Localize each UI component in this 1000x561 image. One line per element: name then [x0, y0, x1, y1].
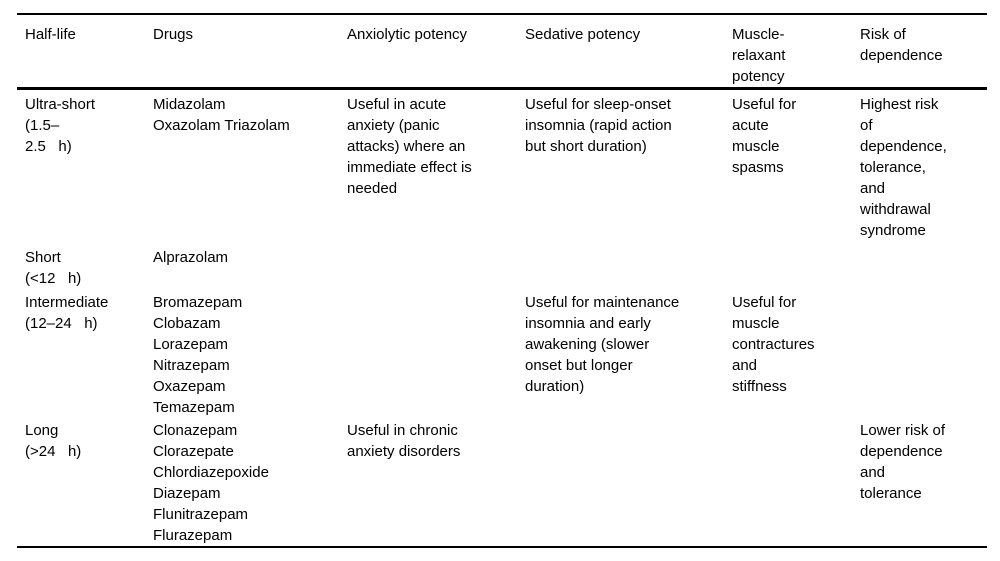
cell-sedative-potency: Useful for sleep-onset insomnia (rapid a… — [525, 96, 672, 155]
benzodiazepine-classification-table: Half-life Drugs Anxiolytic potency Sedat… — [17, 13, 987, 548]
cell-half-life: Ultra-short (1.5– 2.5 h) — [25, 96, 96, 155]
cell-drugs: Bromazepam Clobazam Lorazepam Nitrazepam… — [153, 294, 243, 416]
column-header-anxiolytic-potency: Anxiolytic potency — [339, 14, 517, 90]
table-row-ultra-short: Ultra-short (1.5– 2.5 h) Midazolam Oxazo… — [17, 89, 987, 242]
cell-anxiolytic-potency: Useful in acute anxiety (panic attacks) … — [347, 96, 472, 197]
table-row-short: Short (<12 h) Alprazolam — [17, 241, 987, 289]
cell-anxiolytic-potency: Useful in chronic anxiety disorders — [347, 422, 461, 460]
cell-sedative-potency — [517, 241, 724, 289]
cell-muscle-relaxant-potency: Useful for acute muscle spasms — [732, 96, 797, 176]
cell-sedative-potency: Useful for maintenance insomnia and earl… — [525, 294, 680, 395]
cell-sedative-potency — [517, 418, 724, 547]
header-row: Half-life Drugs Anxiolytic potency Sedat… — [17, 14, 987, 90]
cell-half-life: Short (<12 h) — [25, 249, 82, 287]
column-header-half-life: Half-life — [17, 14, 145, 90]
table-row-long: Long (>24 h) Clonazepam Clorazepate Chlo… — [17, 418, 987, 547]
cell-anxiolytic-potency — [339, 289, 517, 418]
column-header-muscle-relaxant-potency: Muscle- relaxant potency — [724, 14, 852, 90]
cell-drugs: Alprazolam — [153, 249, 229, 266]
cell-muscle-relaxant-potency — [724, 241, 852, 289]
column-header-risk-of-dependence: Risk of dependence — [852, 14, 987, 90]
cell-half-life: Intermediate (12–24 h) — [25, 294, 109, 332]
half-life-table: Half-life Drugs Anxiolytic potency Sedat… — [17, 13, 987, 548]
cell-muscle-relaxant-potency: Useful for muscle contractures and stiff… — [732, 294, 815, 395]
cell-risk-of-dependence: Highest risk of dependence, tolerance, a… — [860, 96, 947, 239]
column-header-drugs: Drugs — [145, 14, 339, 90]
cell-drugs: Midazolam Oxazolam Triazolam — [153, 96, 290, 134]
cell-drugs: Clonazepam Clorazepate Chlordiazepoxide … — [153, 422, 269, 544]
cell-anxiolytic-potency — [339, 241, 517, 289]
cell-muscle-relaxant-potency — [724, 418, 852, 547]
cell-risk-of-dependence — [852, 289, 987, 418]
table-row-intermediate: Intermediate (12–24 h) Bromazepam Clobaz… — [17, 289, 987, 418]
cell-risk-of-dependence — [852, 241, 987, 289]
column-header-sedative-potency: Sedative potency — [517, 14, 724, 90]
cell-half-life: Long (>24 h) — [25, 422, 82, 460]
cell-risk-of-dependence: Lower risk of dependence and tolerance — [860, 422, 946, 502]
